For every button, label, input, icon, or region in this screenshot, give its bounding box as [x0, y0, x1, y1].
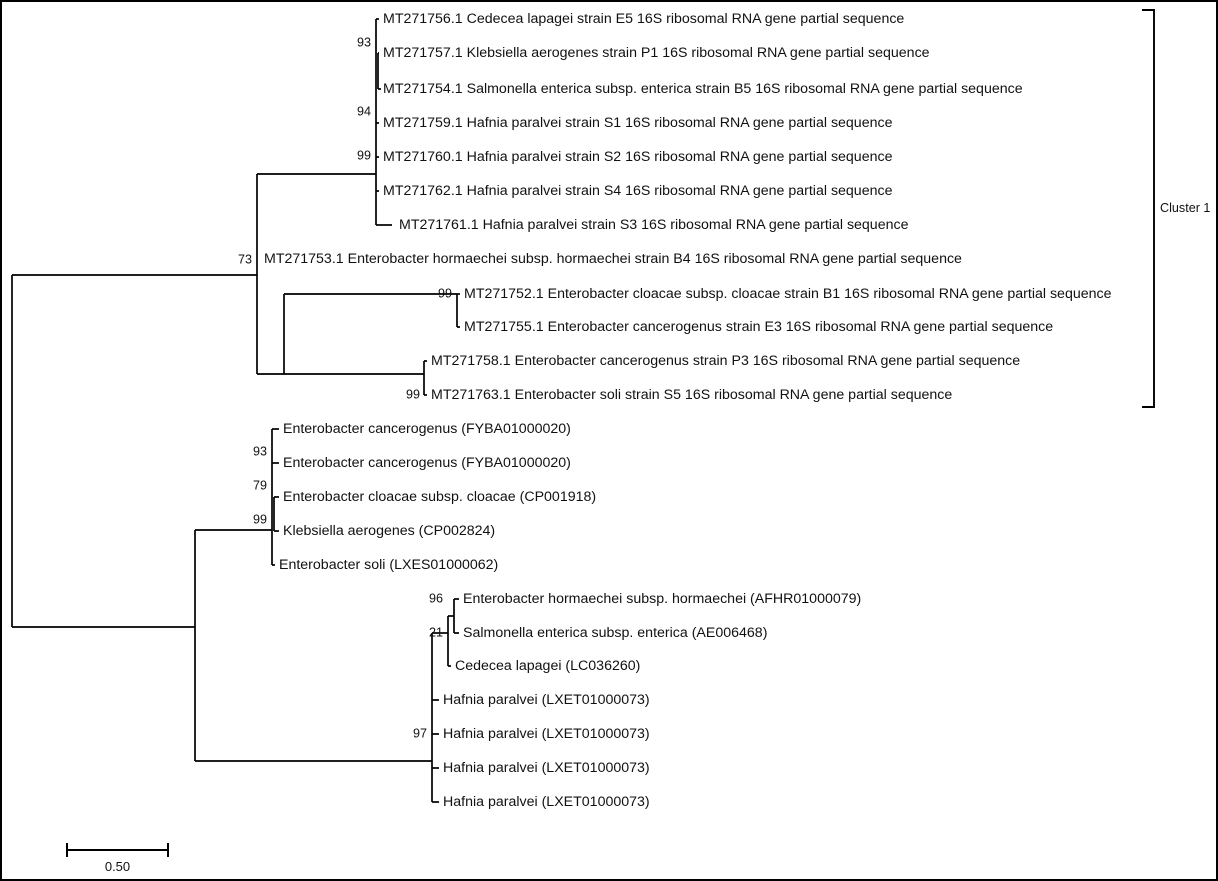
tip-label: MT271757.1 Klebsiella aerogenes strain P…	[383, 45, 930, 61]
tip-label: Enterobacter cancerogenus (FYBA01000020)	[283, 421, 571, 437]
bootstrap-value: 99	[357, 148, 371, 162]
scale-bar-layer: 0.50	[66, 843, 169, 874]
tip-label: Enterobacter cancerogenus (FYBA01000020)	[283, 455, 571, 471]
tip-label: Hafnia paralvei (LXET01000073)	[443, 692, 650, 708]
tip-label-layer: MT271756.1 Cedecea lapagei strain E5 16S…	[264, 11, 1112, 810]
tip-label: MT271761.1 Hafnia paralvei strain S3 16S…	[399, 217, 909, 233]
tip-label: MT271763.1 Enterobacter soli strain S5 1…	[431, 387, 952, 403]
tip-label: Salmonella enterica subsp. enterica (AE0…	[463, 625, 767, 641]
tip-label: MT271759.1 Hafnia paralvei strain S1 16S…	[383, 115, 893, 131]
tip-label: MT271758.1 Enterobacter cancerogenus str…	[431, 353, 1020, 369]
cluster-bracket	[1142, 9, 1155, 408]
cluster-bracket-layer: Cluster 1	[1142, 9, 1210, 408]
bootstrap-value: 94	[357, 104, 371, 118]
tip-label: Hafnia paralvei (LXET01000073)	[443, 726, 650, 742]
tip-label: Enterobacter soli (LXES01000062)	[279, 557, 498, 573]
tip-label: MT271753.1 Enterobacter hormaechei subsp…	[264, 251, 962, 267]
bootstrap-value: 73	[238, 252, 252, 266]
bootstrap-value: 99	[438, 286, 452, 300]
bootstrap-value: 97	[413, 726, 427, 740]
tip-label: Enterobacter hormaechei subsp. hormaeche…	[463, 591, 861, 607]
tip-label: MT271755.1 Enterobacter cancerogenus str…	[464, 319, 1053, 335]
cluster-label: Cluster 1	[1160, 201, 1210, 215]
bootstrap-value: 96	[429, 591, 443, 605]
bootstrap-value: 93	[253, 444, 267, 458]
bootstrap-value: 99	[253, 512, 267, 526]
tip-label: Hafnia paralvei (LXET01000073)	[443, 794, 650, 810]
bootstrap-value-layer: 93 94 99 73 99 99 93 79 99 96 21 97	[238, 35, 452, 740]
tip-label: MT271760.1 Hafnia paralvei strain S2 16S…	[383, 149, 893, 165]
tip-label: Klebsiella aerogenes (CP002824)	[283, 523, 495, 539]
bootstrap-value: 99	[406, 387, 420, 401]
bootstrap-value: 79	[253, 478, 267, 492]
scale-bar-label: 0.50	[105, 859, 130, 874]
bootstrap-value: 21	[429, 625, 443, 639]
tip-label: MT271756.1 Cedecea lapagei strain E5 16S…	[383, 11, 904, 27]
tip-label: Enterobacter cloacae subsp. cloacae (CP0…	[283, 489, 596, 505]
branch-layer	[11, 18, 460, 803]
tip-label: MT271752.1 Enterobacter cloacae subsp. c…	[464, 286, 1112, 302]
tip-label: MT271754.1 Salmonella enterica subsp. en…	[383, 81, 1023, 97]
bootstrap-value: 93	[357, 35, 371, 49]
tip-label: Hafnia paralvei (LXET01000073)	[443, 760, 650, 776]
tip-label: MT271762.1 Hafnia paralvei strain S4 16S…	[383, 183, 893, 199]
tip-label: Cedecea lapagei (LC036260)	[455, 658, 640, 674]
scale-bar-line	[66, 843, 169, 857]
